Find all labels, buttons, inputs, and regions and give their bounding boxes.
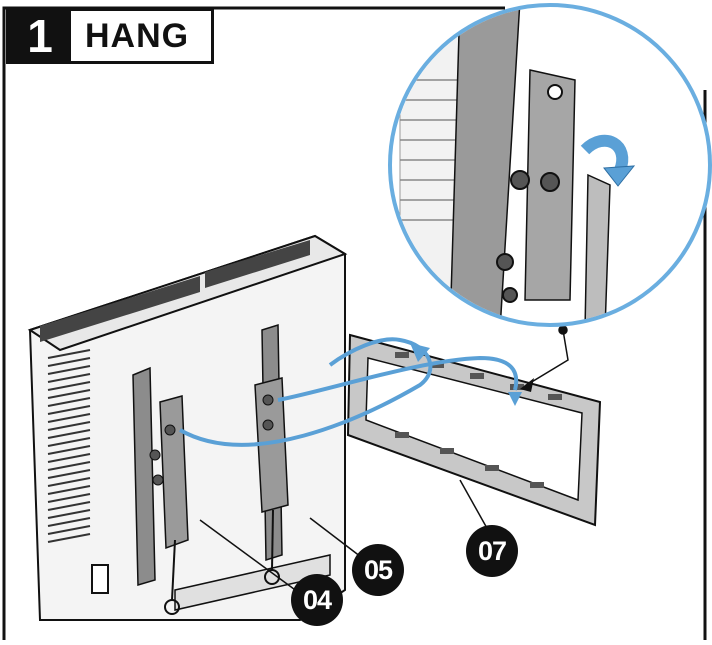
callout-07: 07 <box>466 525 518 577</box>
leader-lines <box>199 325 569 593</box>
tv-back <box>27 234 348 621</box>
step-number: 1 <box>9 10 71 62</box>
callout-05: 05 <box>352 544 404 596</box>
callout-04: 04 <box>291 574 343 626</box>
step-title: HANG <box>85 16 190 55</box>
curved-arrow-icon <box>580 134 636 187</box>
leader-arrowhead <box>520 378 534 392</box>
detail-view <box>388 3 712 327</box>
step-header: 1 HANG <box>6 8 215 64</box>
hang-arrow-04 <box>179 337 433 447</box>
bracket-04 <box>132 366 189 615</box>
hang-arrow-05 <box>277 355 522 406</box>
